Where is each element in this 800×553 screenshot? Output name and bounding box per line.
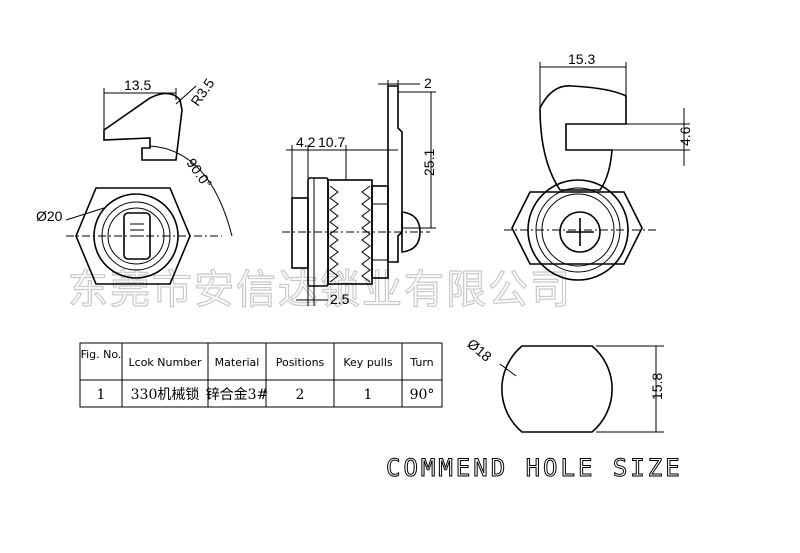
table-header-positions: Positions xyxy=(276,356,325,369)
table-header-turn: Turn xyxy=(409,356,433,369)
rear-cam xyxy=(539,85,627,191)
dim-rear-width: 15.3 xyxy=(568,51,595,67)
hole-outline xyxy=(501,345,613,433)
dim-side-a: 4.2 xyxy=(296,134,316,150)
table-header-lock-number: Lcok Number xyxy=(129,356,202,369)
table-header-material: Material xyxy=(215,356,260,369)
dim-hole-diameter: Ø18 xyxy=(464,335,495,364)
table-cell-positions: 2 xyxy=(296,387,305,403)
dim-rear-cam: 4.6 xyxy=(677,126,693,146)
rear-screw xyxy=(559,211,601,253)
dim-front-radius: R3.5 xyxy=(187,75,217,109)
rear-view: 15.3 4.6 xyxy=(504,51,693,281)
hole-size-view: Ø18 15.8 xyxy=(464,335,665,433)
front-view: 13.5 R3.5 90.0° Ø20 xyxy=(36,75,233,285)
dim-hole-flat: 15.8 xyxy=(649,373,665,400)
table-cell-turn: 90° xyxy=(410,387,435,403)
dim-front-width: 13.5 xyxy=(124,77,151,93)
side-screw-head xyxy=(401,211,421,253)
spec-table: Fig. No. Lcok Number Material Positions … xyxy=(79,342,443,408)
dim-front-diameter: Ø20 xyxy=(36,208,63,224)
dim-side-b: 10.7 xyxy=(318,134,345,150)
rear-hex-nut xyxy=(511,191,643,265)
table-cell-key-pulls: 1 xyxy=(364,387,373,403)
watermark-company-name: 东莞市安信达锁业有限公司 xyxy=(68,267,572,313)
dim-front-angle: 90.0° xyxy=(183,155,215,191)
dim-side-top: 2 xyxy=(424,75,432,91)
turn-arc xyxy=(149,145,233,237)
dim-side-bottom: 2.5 xyxy=(330,291,350,307)
table-cell-lock-number: 330机械锁 xyxy=(131,387,200,403)
hole-size-caption: COMMEND HOLE SIZE xyxy=(386,454,683,482)
side-cam-plate xyxy=(387,85,403,263)
table-header-fig: Fig. No. xyxy=(81,348,122,361)
side-cylinder-front xyxy=(291,197,309,269)
side-hex-nut xyxy=(371,185,389,279)
dim-side-height: 25.1 xyxy=(421,149,437,176)
table-header-key-pulls: Key pulls xyxy=(343,356,393,369)
table-cell-fig: 1 xyxy=(97,387,106,403)
table-border xyxy=(79,342,443,408)
table-cell-material: 锌合金3# xyxy=(206,387,269,403)
side-view: 4.2 10.7 2 25.1 2.5 xyxy=(282,75,437,307)
